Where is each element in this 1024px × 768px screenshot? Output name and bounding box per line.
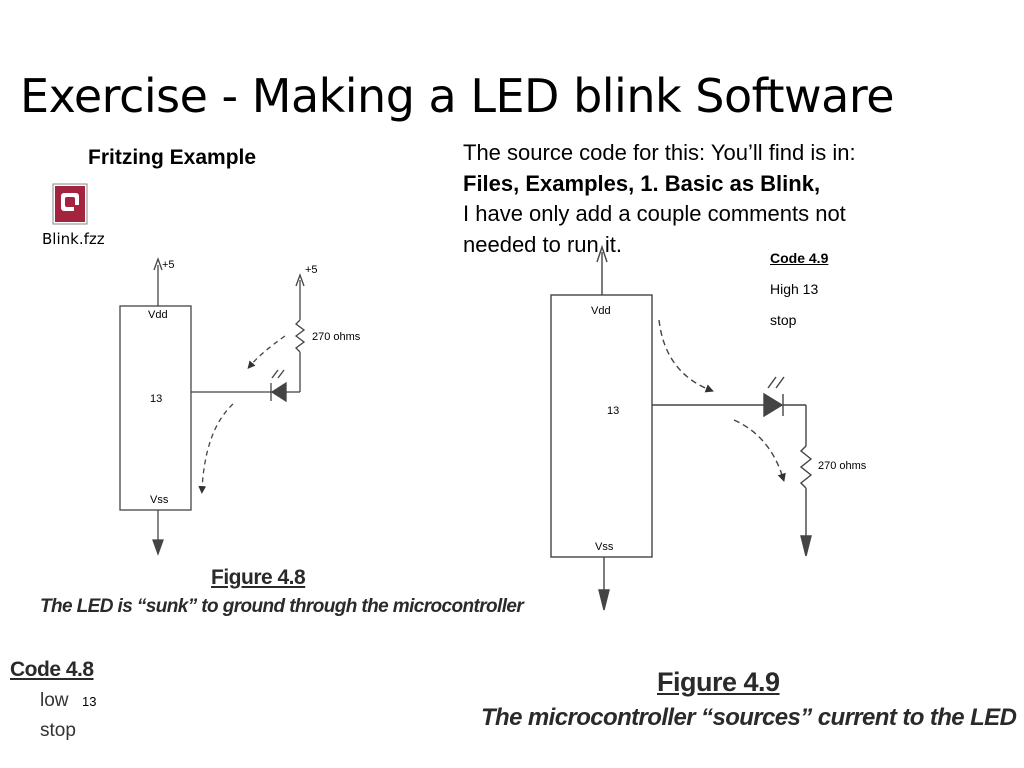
source-line-3: I have only add a couple comments not (463, 201, 846, 226)
fig48-pin-label: 13 (150, 393, 162, 405)
fig49-current-arrow-2 (733, 419, 786, 483)
source-code-description: The source code for this: You’ll find is… (463, 138, 933, 260)
fig48-resistor (294, 319, 306, 353)
source-line-1: The source code for this: You’ll find is… (463, 140, 856, 165)
fig49-vss-label: Vss (595, 541, 614, 553)
fritzing-file-name[interactable]: Blink.fzz (42, 230, 105, 248)
fig48-ground-arrow (152, 539, 164, 556)
fig48-current-arrow-2 (198, 403, 234, 494)
figure-48-circuit (119, 257, 306, 556)
figure-49-caption: The microcontroller “sources” current to… (481, 704, 1017, 731)
code-49-line-2: stop (770, 312, 797, 328)
fig49-ground-arrow (598, 589, 610, 611)
fig48-resistor-label: 270 ohms (312, 331, 361, 343)
fig49-light-arrow-2 (775, 376, 785, 389)
fig48-current-arrow-1 (247, 335, 286, 369)
fig48-vss-label: Vss (150, 494, 169, 506)
code-48-line-2: stop (40, 720, 76, 741)
source-line-2: Files, Examples, 1. Basic as Blink, (463, 170, 821, 196)
fig49-resistor-label: 270 ohms (818, 460, 867, 472)
fig49-current-arrow-1 (658, 319, 714, 393)
fig48-vdd-label: Vdd (148, 309, 168, 321)
fig48-light-arrow-1 (271, 369, 279, 379)
code-48-pin-number: 13 (82, 694, 97, 709)
fig49-resistor-ground-arrow (800, 535, 812, 557)
fig49-pin-label: 13 (607, 405, 619, 417)
fig49-light-arrow-1 (767, 376, 777, 389)
slide-title: Exercise - Making a LED blink Software (20, 69, 895, 123)
code-48-line-1: low (40, 690, 69, 711)
fig49-led-symbol (763, 392, 784, 418)
code-49-line-1: High 13 (770, 281, 819, 297)
figure-48-title: Figure 4.8 (211, 566, 306, 589)
figure-49-title: Figure 4.9 (657, 667, 780, 697)
source-line-4: needed to run it. (463, 231, 623, 257)
figure-49-circuit (550, 244, 813, 611)
fig48-vdd-arrow (153, 257, 163, 271)
fig48-vdd-supply-label: +5 (162, 259, 175, 271)
figure-48-caption: The LED is “sunk” to ground through the … (40, 596, 524, 617)
fig49-vdd-arrow (596, 244, 608, 263)
fritzing-example-label: Fritzing Example (88, 146, 257, 169)
fig48-supply-label: +5 (305, 264, 318, 276)
fig49-resistor (799, 445, 813, 489)
code-48-title: Code 4.8 (10, 658, 94, 681)
fig48-led-symbol (270, 381, 287, 403)
code-49-title: Code 4.9 (770, 250, 829, 266)
fig48-light-arrow-2 (277, 369, 285, 379)
fig49-vdd-label: Vdd (591, 305, 611, 317)
fig48-supply-arrow (295, 273, 305, 287)
fig48-chip-body (119, 305, 192, 511)
fritzing-file-icon[interactable] (52, 183, 88, 225)
fig49-chip-body (550, 294, 653, 558)
